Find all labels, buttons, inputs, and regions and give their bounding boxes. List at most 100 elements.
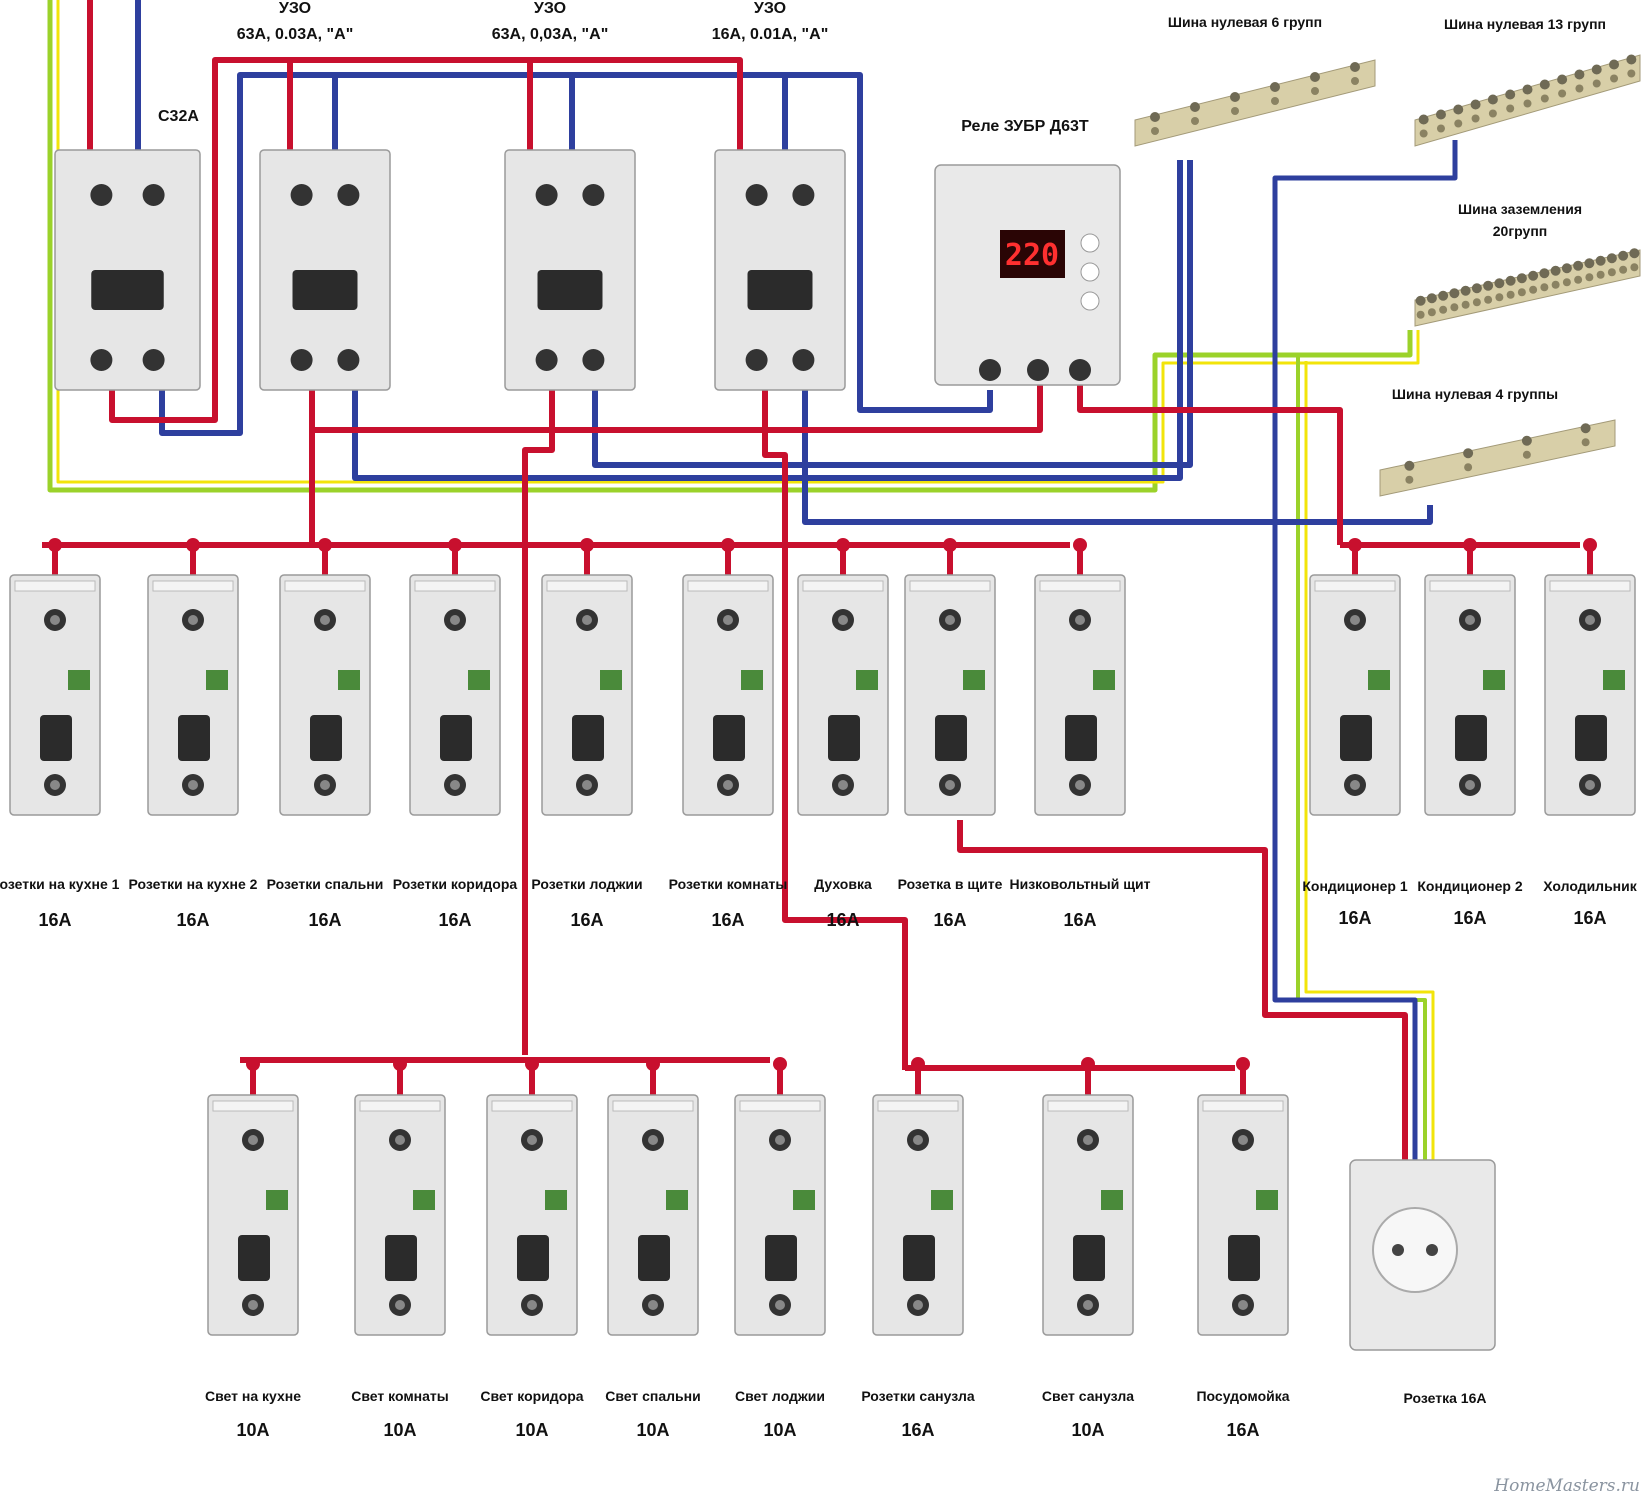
- ground-wire: [56, 0, 1420, 484]
- breaker-top-cap: [1202, 1100, 1284, 1112]
- junction-dot: [186, 538, 200, 552]
- breaker-body: [682, 574, 774, 816]
- bus-neutral6-label: Шина нулевая 6 групп: [1167, 14, 1323, 30]
- watermark: HomeMasters.ru: [1494, 1476, 1640, 1496]
- bus-hole: [1558, 89, 1567, 98]
- bus-hole: [1506, 290, 1515, 299]
- terminal-screw: [1083, 1300, 1093, 1310]
- row1-right-breaker-icon-3: [1544, 574, 1636, 816]
- junction-dot: [1348, 538, 1362, 552]
- bus-hole: [1351, 77, 1359, 85]
- ez9-badge: [666, 1190, 688, 1210]
- toggle-lever: [1065, 715, 1097, 761]
- relay-icon: 220: [934, 164, 1121, 386]
- row1-rating-7: 16A: [826, 910, 860, 930]
- bus-hole: [1529, 285, 1538, 294]
- ez9-badge: [1101, 1190, 1123, 1210]
- ez9-badge: [793, 1190, 815, 1210]
- row1-right-breaker-icon-2: [1424, 574, 1516, 816]
- breaker-top-cap: [1429, 580, 1511, 592]
- bus-screw: [1438, 290, 1449, 301]
- toggle-lever: [537, 270, 603, 310]
- rcd3-title: УЗО: [753, 0, 787, 17]
- terminal-screw: [450, 780, 460, 790]
- bus-hole: [1592, 79, 1601, 88]
- bus-hole: [1574, 275, 1583, 284]
- terminal-screw: [838, 780, 848, 790]
- row2-label-8: Посудомойка: [1196, 1388, 1290, 1404]
- terminal-screw: [945, 780, 955, 790]
- breaker-top-cap: [414, 580, 496, 592]
- bus-screw: [1609, 59, 1620, 70]
- breaker-top-cap: [284, 580, 366, 592]
- bus-hole: [1484, 295, 1493, 304]
- terminal-screw: [979, 359, 1001, 381]
- row1-rating-6: 16A: [711, 910, 745, 930]
- bus-screw: [1539, 268, 1550, 279]
- bus-screw: [1453, 104, 1464, 115]
- bus-hole: [1488, 109, 1497, 118]
- bus-hole: [1191, 117, 1199, 125]
- breaker-body: [797, 574, 889, 816]
- row1-breaker-icon-1: [9, 574, 101, 816]
- row1-breaker-icon-9: [1034, 574, 1126, 816]
- bus-hole: [1271, 97, 1279, 105]
- terminal-screw: [1075, 780, 1085, 790]
- breaker-body: [1034, 574, 1126, 816]
- row2-rating-3: 10A: [515, 1420, 549, 1440]
- bus-hole: [1607, 268, 1616, 277]
- bus-hole: [1540, 283, 1549, 292]
- junction-dot: [246, 1057, 260, 1071]
- breaker-body: [409, 574, 501, 816]
- socket-face: [1372, 1207, 1458, 1293]
- din-socket-icon: [1349, 1159, 1496, 1351]
- phase-wire: [309, 385, 1043, 433]
- phase-wire: [109, 57, 743, 423]
- terminal-screw: [527, 1135, 537, 1145]
- terminal-screw: [582, 349, 605, 371]
- junction-dot: [943, 538, 957, 552]
- row2-breaker-icon-4: [607, 1094, 699, 1336]
- bus-bars: [1134, 54, 1641, 497]
- row1-rating-4: 16A: [438, 910, 472, 930]
- row2-label-3: Свет коридора: [480, 1388, 584, 1404]
- bus-screw: [1426, 293, 1437, 304]
- terminal-screw: [775, 1300, 785, 1310]
- terminal-screw: [337, 184, 360, 206]
- terminal-screw: [792, 184, 815, 206]
- bus-hole: [1427, 308, 1436, 317]
- row1-rating-9: 16A: [1063, 910, 1097, 930]
- toggle-lever: [935, 715, 967, 761]
- bus-screw: [1580, 423, 1591, 434]
- junction-dot: [836, 538, 850, 552]
- breaker-body: [9, 574, 101, 816]
- terminal-screw: [1465, 615, 1475, 625]
- bus-screw: [1528, 270, 1539, 281]
- terminal-screw: [290, 184, 313, 206]
- terminal-screw: [745, 349, 768, 371]
- terminal-screw: [535, 184, 558, 206]
- breaker-top-cap: [687, 580, 769, 592]
- terminal-screw: [90, 349, 113, 371]
- row2-breaker-icon-6: [872, 1094, 964, 1336]
- socket-label: Розетка 16A: [1403, 1390, 1487, 1406]
- row1-right-rating-3: 16A: [1573, 908, 1607, 928]
- terminal-screw: [248, 1135, 258, 1145]
- ez9-badge: [338, 670, 360, 690]
- junction-dot: [773, 1057, 787, 1071]
- bus-screw: [1463, 448, 1474, 459]
- bus-hole: [1551, 280, 1560, 289]
- ez9-badge: [468, 670, 490, 690]
- relay-label: Реле ЗУБР Д63Т: [961, 118, 1089, 135]
- bus-screw: [1584, 258, 1595, 269]
- toggle-lever: [91, 270, 164, 310]
- relay-button-icon: [1080, 291, 1100, 311]
- terminal-screw: [395, 1300, 405, 1310]
- main-breaker-icon: [54, 149, 201, 391]
- toggle-lever: [178, 715, 210, 761]
- row1-breaker-icon-3: [279, 574, 371, 816]
- row2-breaker-icon-5: [734, 1094, 826, 1336]
- breaker-top-cap: [877, 1100, 959, 1112]
- junction-dot: [646, 1057, 660, 1071]
- bus-hole: [1506, 104, 1515, 113]
